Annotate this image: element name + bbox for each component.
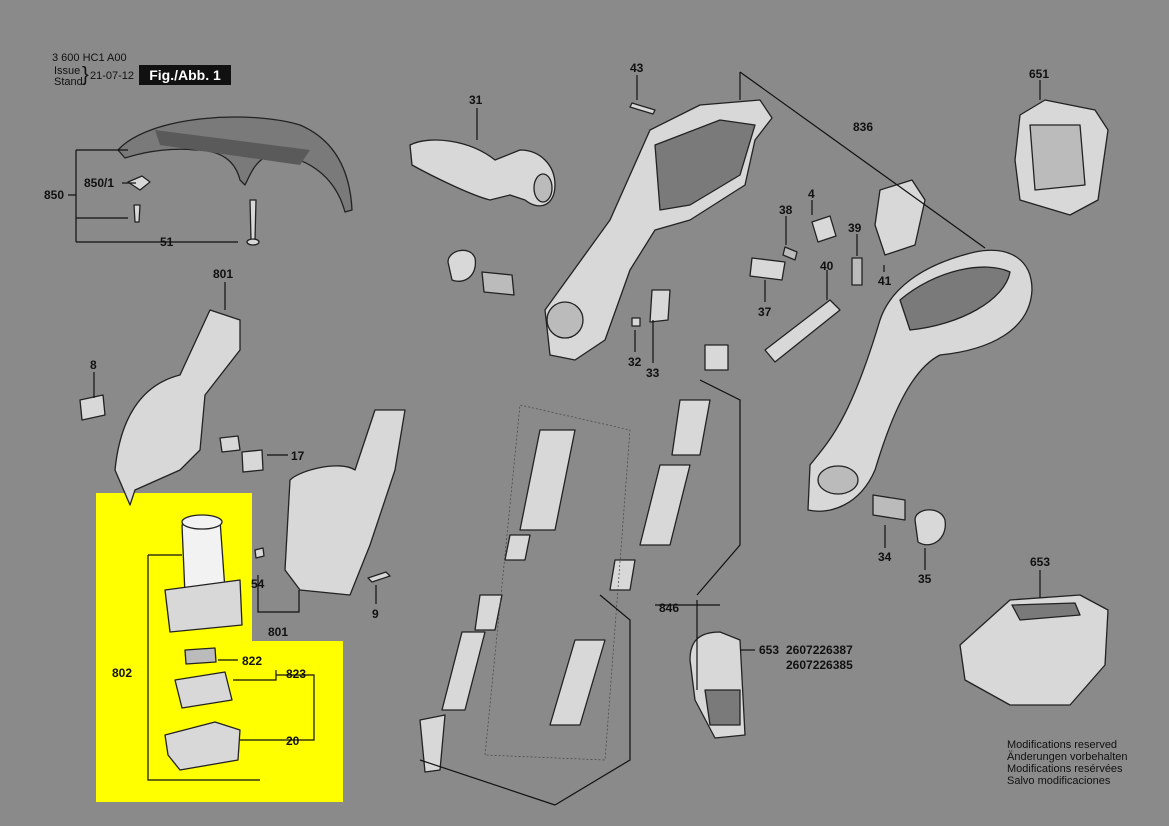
part-54 [254,547,265,559]
part-32 [631,317,641,327]
label-801-bottom: 801 [268,625,288,639]
label-part-8 [79,394,106,421]
label-8: 8 [90,358,97,372]
note-es: Salvo modificaciones [1007,775,1111,787]
housing-part-801 [114,309,241,506]
brace: } [82,64,89,86]
part-37 [749,257,786,281]
charger-part-653 [959,594,1109,706]
label-43: 43 [630,61,644,75]
tube-part-h [549,639,606,726]
label-653-code-2: 2607226385 [786,658,853,672]
guard-part [117,116,353,213]
label-836: 836 [853,120,873,134]
spring-part-34 [872,494,906,521]
knob-part-35 [914,509,946,546]
label-17: 17 [291,449,305,463]
spool-part-822 [184,647,217,665]
label-38: 38 [779,203,793,217]
spring-part-left [481,271,515,296]
label-846: 846 [659,601,679,615]
tube-part-d [504,534,531,561]
switch-part-41 [874,179,926,256]
doc-number: 3 600 HC1 A00 [52,52,127,64]
part-4 [811,215,837,243]
modifications-notes: Modifications reserved Änderungen vorbeh… [1007,739,1127,787]
spring-part-39 [851,257,863,286]
part-40 [764,299,841,363]
label-850: 850 [44,188,64,202]
figure-label: Fig./Abb. 1 [139,65,231,85]
tube-part-a [519,429,576,531]
label-823: 823 [286,667,306,681]
label-34: 34 [878,550,892,564]
label-653-code-1: 2607226387 [786,643,853,657]
label-4: 4 [808,187,815,201]
label-54: 54 [251,577,265,591]
label-37: 37 [758,305,772,319]
note-en: Modifications reserved [1007,739,1118,751]
cable-part [419,714,446,773]
handle-part-31 [409,139,556,207]
label-651: 651 [1029,67,1049,81]
cover-part-20 [164,721,241,771]
label-32: 32 [628,355,642,369]
part-17-a [219,435,241,453]
label-39: 39 [848,221,862,235]
screw-part-51 [249,199,257,241]
tube-part-g [441,631,486,711]
spring-part-38 [782,246,798,261]
label-41: 41 [878,274,892,288]
note-de: Änderungen vorbehalten [1007,751,1128,763]
label-33: 33 [646,366,660,380]
stand-label: Stand [54,76,83,88]
part-17-b [241,449,264,473]
tube-part-c [639,464,691,546]
issue-date: 21-07-12 [90,70,135,82]
plug-part [704,344,729,371]
label-801-top: 801 [213,267,233,281]
label-822: 822 [242,654,262,668]
tube-part-e [609,559,636,591]
rear-handle-part [807,249,1033,512]
part-9 [367,571,391,583]
label-850-1: 850/1 [84,176,114,190]
label-653-right: 653 [1030,555,1050,569]
screw-part-850 [133,204,141,223]
tube-part-b [671,399,711,456]
housing-part-801-b [284,409,406,596]
knob-part-left [447,249,477,282]
label-31: 31 [469,93,483,107]
label-9: 9 [372,607,379,621]
label-35: 35 [918,572,932,586]
label-802: 802 [112,666,132,680]
label-20: 20 [286,734,300,748]
screw-part-43 [629,102,656,115]
note-fr: Modifications resérvées [1007,763,1123,775]
part-33 [649,289,671,323]
highlight-region [96,493,343,802]
label-653: 653 [759,643,779,657]
issue-label: Issue [54,65,81,77]
clip-part [127,175,151,191]
tube-part-f [474,594,503,631]
spool-part-823 [174,671,233,709]
label-51: 51 [160,235,174,249]
label-40: 40 [820,259,834,273]
